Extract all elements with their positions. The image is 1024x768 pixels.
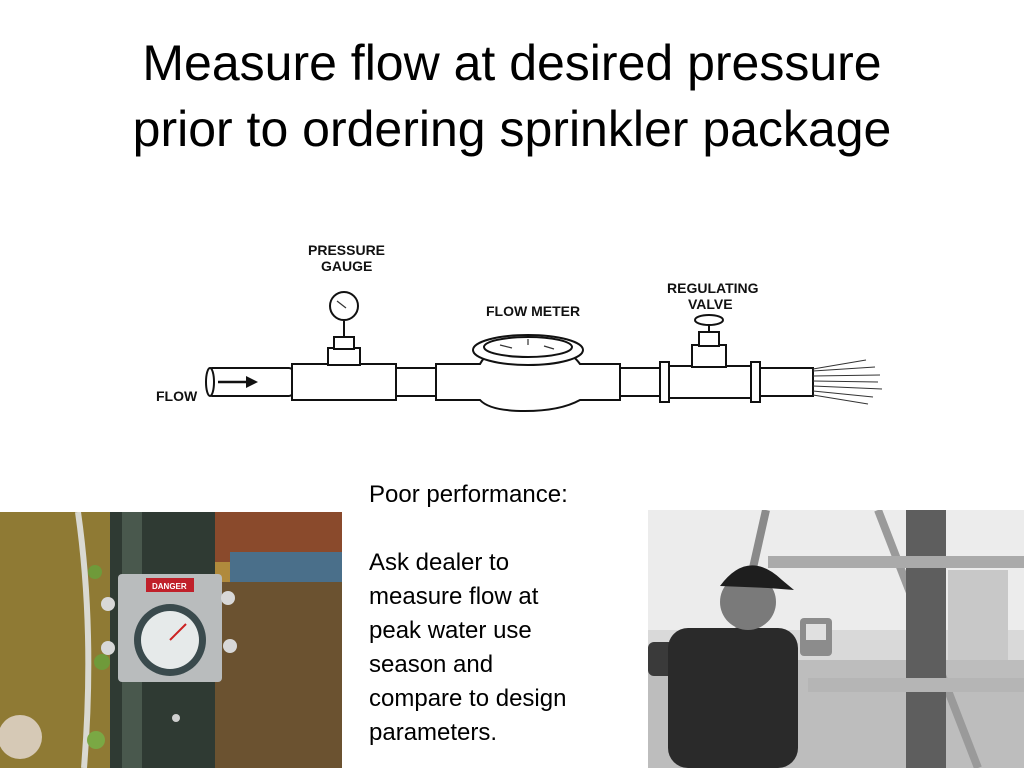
flow-label: FLOW	[156, 388, 198, 404]
title-line-2: prior to ordering sprinkler package	[132, 101, 892, 157]
gauge-tee	[291, 363, 397, 401]
title-line-1: Measure flow at desired pressure	[142, 35, 882, 91]
water-spray-icon	[812, 359, 883, 405]
note-line-4: season and	[369, 651, 494, 678]
note-heading: Poor performance:	[369, 481, 568, 508]
regulating-valve-label-1: REGULATING	[667, 280, 759, 296]
note-line-1: Ask dealer to	[369, 549, 510, 576]
performance-note: Poor performance: Ask dealer to measure …	[369, 478, 629, 750]
pressure-gauge-label-2: GAUGE	[321, 258, 372, 274]
note-line-6: parameters.	[369, 719, 498, 746]
flow-measurement-diagram: PRESSURE GAUGE FLOW METER REGULATING VAL…	[156, 242, 883, 413]
danger-sign: DANGER	[152, 582, 187, 591]
note-line-3: peak water use	[369, 617, 532, 644]
pressure-gauge-label-1: PRESSURE	[308, 242, 385, 258]
flow-meter-label: FLOW METER	[486, 303, 580, 319]
technician-figure	[668, 628, 798, 768]
note-line-5: compare to design	[369, 685, 567, 712]
note-line-2: measure flow at	[369, 583, 539, 610]
flow-arrow-icon	[246, 376, 258, 388]
outlet-pipe	[759, 367, 814, 397]
valve-handwheel-icon	[694, 314, 724, 326]
technician-photo	[648, 510, 1024, 768]
regulating-valve-label-2: VALVE	[688, 296, 733, 312]
flow-meter-photo: DANGER	[0, 512, 342, 768]
slide-title: Measure flow at desired pressure prior t…	[0, 30, 1024, 162]
